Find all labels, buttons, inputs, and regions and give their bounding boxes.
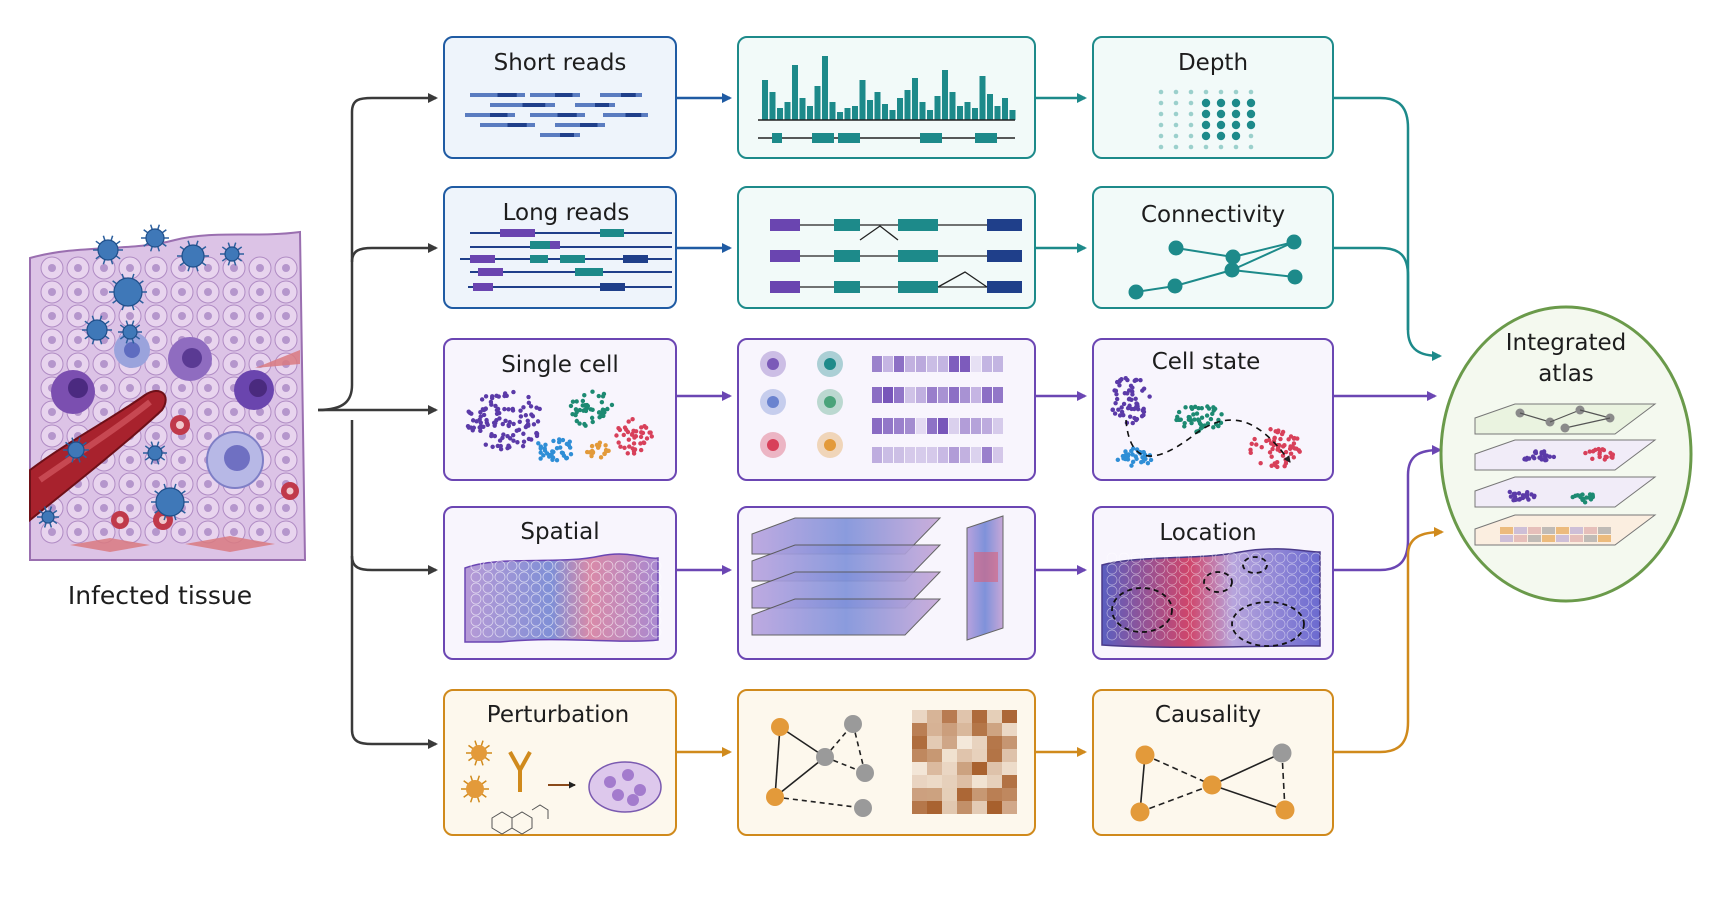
atlas-layer-stack <box>1474 403 1657 546</box>
stacked-spatial-slides-icon <box>751 515 1004 641</box>
infected-tissue-illustration <box>29 224 307 561</box>
cell-state-trajectory-icon <box>1110 375 1302 470</box>
coverage-histogram-icon <box>758 56 1016 143</box>
depth-label: Depth <box>1178 50 1248 76</box>
row-perturbation: Perturbation Causality <box>443 689 1334 836</box>
location-label: Location <box>1159 520 1256 546</box>
row-spatial: Spatial Location <box>443 506 1334 660</box>
virus-particles <box>37 224 244 528</box>
atlas-label-line1: Integrated <box>1506 330 1626 356</box>
row-short-reads: Short reads Depth <box>443 36 1334 159</box>
connectivity-graph-icon <box>1128 234 1303 300</box>
cell-expression-icon <box>760 351 1003 463</box>
short-reads-icon <box>465 93 648 137</box>
perturbation-network-heatmap-icon <box>766 710 1017 817</box>
atlas-label-line2: atlas <box>1538 361 1594 387</box>
source-label: Infected tissue <box>68 581 252 610</box>
long-reads-label: Long reads <box>503 200 630 226</box>
connectivity-label: Connectivity <box>1141 202 1285 228</box>
cell-state-label: Cell state <box>1152 349 1261 375</box>
isoform-structure-icon <box>770 219 1022 293</box>
causality-box <box>1092 689 1334 836</box>
perturbation-agents-icon <box>461 740 662 835</box>
spatial-label: Spatial <box>520 519 599 545</box>
causality-label: Causality <box>1155 702 1261 728</box>
spatial-section-icon <box>464 553 662 643</box>
row-single-cell: Single cell Cell state <box>443 338 1437 481</box>
branch-arrows <box>317 93 438 749</box>
fibroblast <box>70 536 275 552</box>
expression-box <box>737 338 1036 481</box>
depth-dot-matrix-icon <box>1158 89 1256 150</box>
location-map-icon <box>1101 548 1322 649</box>
row-long-reads: Long reads Connectivity <box>443 186 1334 309</box>
perturbation-label: Perturbation <box>487 702 629 728</box>
blood-vessel <box>29 390 167 523</box>
causality-graph-icon <box>1130 743 1295 822</box>
single-cell-clusters-icon <box>465 389 654 463</box>
single-cell-label: Single cell <box>501 352 619 378</box>
short-reads-label: Short reads <box>494 50 627 76</box>
integrated-atlas: Integrated atlas <box>1439 305 1693 603</box>
long-reads-icon <box>460 229 672 291</box>
fibroblast <box>255 350 300 368</box>
converge-arrows <box>1333 96 1444 754</box>
